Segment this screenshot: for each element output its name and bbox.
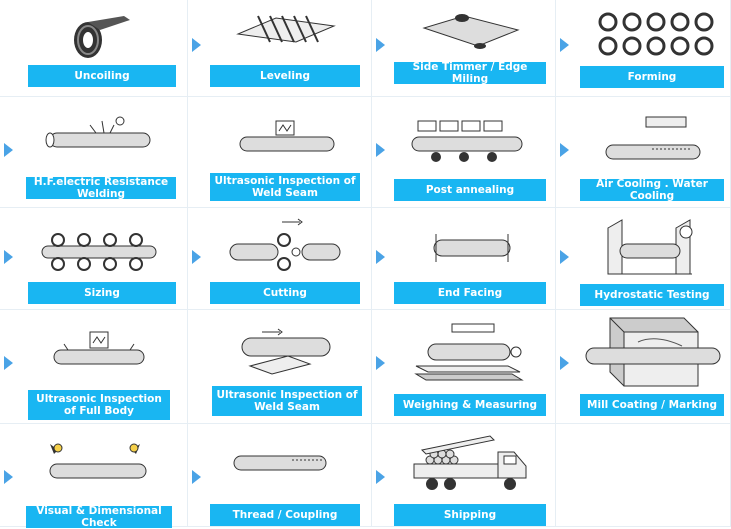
visual-check-icon [49, 443, 147, 479]
welding-icon [45, 116, 151, 148]
step-cell: Sizing [0, 208, 188, 310]
step-label: Mill Coating / Marking [580, 394, 724, 416]
step-cell: Mill Coating / Marking [556, 310, 731, 424]
step-cell: Post annealing [372, 97, 556, 208]
step-label: Visual & Dimensional Check [26, 505, 172, 529]
step-label: Leveling [210, 65, 360, 87]
step-cell: Shipping [372, 424, 556, 527]
step-cell: Uncoiling [0, 0, 188, 97]
flow-arrow [560, 250, 569, 264]
flow-arrow [4, 250, 13, 264]
step-cell: Cutting [188, 208, 372, 310]
step-cell: Ultrasonic Inspection of Weld Seam [188, 310, 372, 424]
step-label: Post annealing [394, 179, 546, 201]
step-cell: Leveling [188, 0, 372, 97]
step-cell: Air Cooling . Water Cooling [556, 97, 731, 208]
ultrasonic-icon [239, 120, 335, 152]
flow-arrow [4, 356, 13, 370]
step-label: Air Cooling . Water Cooling [580, 178, 724, 202]
weld-seam-ultrasonic-icon [241, 328, 331, 375]
full-body-ultrasonic-icon [53, 331, 145, 365]
leveling-icon [236, 15, 336, 43]
step-cell: Side Timmer / Edge Miling [372, 0, 556, 97]
flow-arrow [192, 38, 201, 52]
flow-arrow [376, 470, 385, 484]
flow-arrow [4, 470, 13, 484]
coating-icon [585, 317, 721, 387]
step-cell: H.F.electric Resistance Welding [0, 97, 188, 208]
cooling-icon [605, 116, 701, 160]
flow-arrow [376, 250, 385, 264]
step-label: Ultrasonic Inspection of Weld Seam [212, 386, 362, 416]
coil-icon [74, 16, 130, 58]
flow-arrow [192, 250, 201, 264]
flow-arrow [4, 143, 13, 157]
step-label: End Facing [394, 282, 546, 304]
step-label: Sizing [28, 282, 176, 304]
step-label: Cutting [210, 282, 360, 304]
flow-arrow [376, 143, 385, 157]
truck-icon [413, 435, 527, 490]
flow-arrow [192, 470, 201, 484]
flow-arrow [560, 143, 569, 157]
step-label: Side Timmer / Edge Miling [394, 61, 546, 85]
edge-milling-icon [422, 14, 520, 49]
step-cell: Thread / Coupling [188, 424, 372, 527]
step-label: Ultrasonic Inspection of Weld Seam [210, 173, 360, 201]
step-cell: Visual & Dimensional Check [0, 424, 188, 529]
step-label: Thread / Coupling [210, 504, 360, 526]
thread-icon [233, 455, 327, 471]
flow-arrow [376, 38, 385, 52]
flow-arrow [376, 356, 385, 370]
step-cell: Forming [556, 0, 731, 97]
step-label: Uncoiling [28, 65, 176, 87]
flow-arrow [560, 356, 569, 370]
weighing-icon [414, 323, 524, 381]
step-label: Ultrasonic Inspection of Full Body [28, 390, 170, 420]
step-cell: Weighing & Measuring [372, 310, 556, 424]
step-label: Weighing & Measuring [394, 394, 546, 416]
end-facing-icon [433, 234, 511, 262]
empty-cell [556, 424, 731, 527]
cutting-icon [229, 218, 341, 271]
annealing-icon [411, 120, 523, 162]
step-cell: Ultrasonic Inspection of Full Body [0, 310, 188, 424]
hydrostatic-test-icon [607, 219, 693, 275]
step-label: Shipping [394, 504, 546, 526]
step-cell: End Facing [372, 208, 556, 310]
step-cell: Hydrostatic Testing [556, 208, 731, 310]
sizing-rollers-icon [41, 233, 157, 271]
step-label: H.F.electric Resistance Welding [26, 176, 176, 200]
forming-rollers-icon [598, 12, 714, 56]
step-cell: Ultrasonic Inspection of Weld Seam [188, 97, 372, 208]
step-label: Forming [580, 66, 724, 88]
flow-arrow [560, 38, 569, 52]
step-label: Hydrostatic Testing [580, 284, 724, 306]
